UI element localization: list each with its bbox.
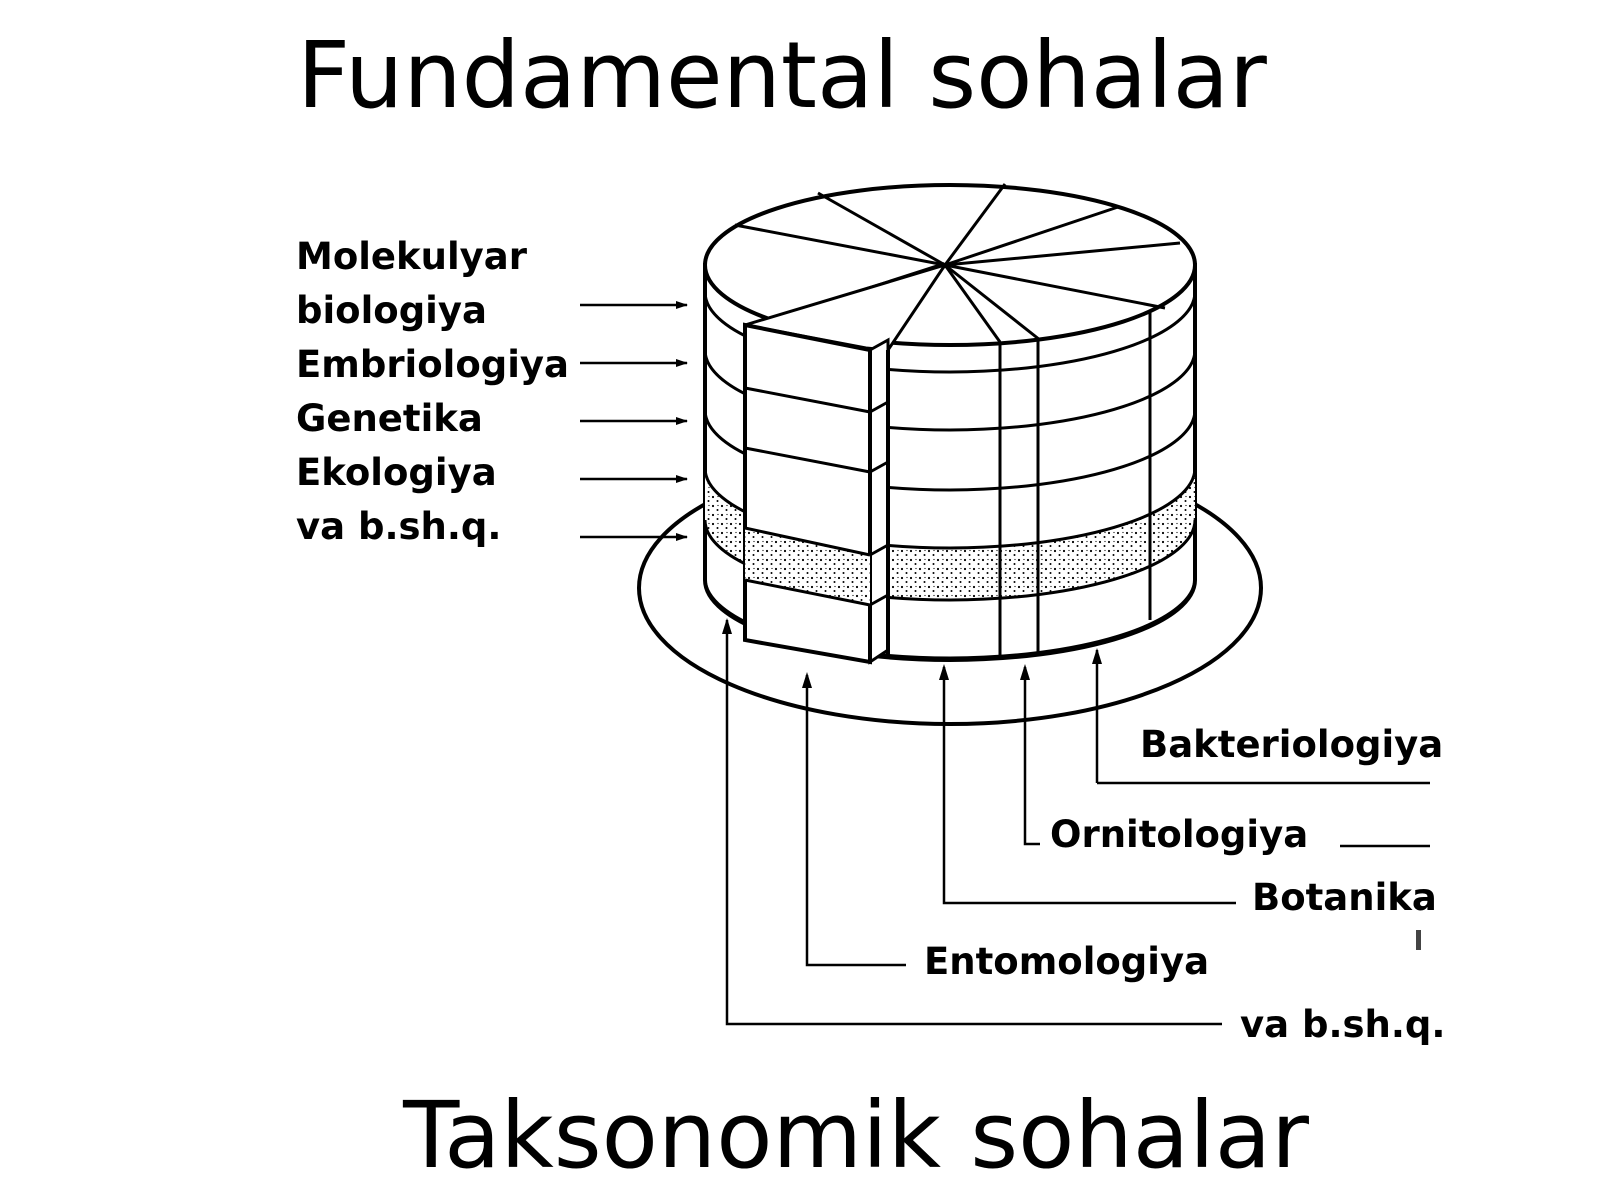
label-molecular-2: biologiya: [296, 289, 487, 332]
slide-subtitle: Taksonomik sohalar: [403, 1082, 1309, 1189]
label-ornithology: Ornitologiya: [1050, 813, 1309, 856]
slice-front: [743, 322, 872, 665]
label-entomology: Entomologiya: [924, 940, 1210, 983]
fundamental-arrows: [580, 301, 688, 541]
label-etc-fundamental: va b.sh.q.: [296, 505, 502, 548]
label-bacteriology: Bakteriologiya: [1140, 723, 1444, 766]
taxonomic-arrowheads: [722, 618, 1102, 688]
label-botany: Botanika: [1252, 876, 1437, 919]
label-molecular-1: Molekulyar: [296, 235, 527, 278]
label-genetics: Genetika: [296, 397, 483, 440]
label-embryology: Embriologiya: [296, 343, 570, 386]
leader-etc-taxonomic: [725, 620, 1222, 1026]
slice-side: [868, 337, 890, 665]
taxonomic-leaders: [725, 620, 1430, 1026]
slide-title: Fundamental sohalar: [297, 22, 1267, 129]
label-ecology: Ekologiya: [296, 451, 497, 494]
leader-botany: [942, 667, 1236, 905]
leader-entomology: [805, 675, 906, 967]
leader-ornithology: [1023, 667, 1040, 846]
label-etc-taxonomic: va b.sh.q.: [1240, 1003, 1446, 1046]
